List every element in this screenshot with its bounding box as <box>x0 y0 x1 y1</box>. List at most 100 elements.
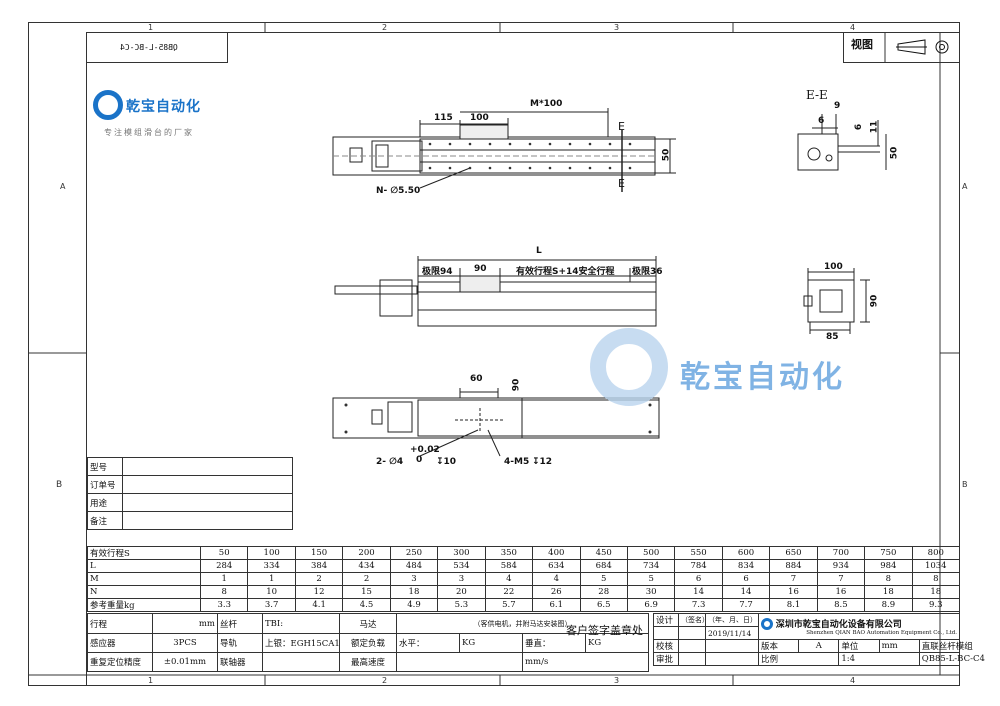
zone-bottom-1: 1 <box>148 676 154 685</box>
spec-cell: 434 <box>342 559 391 573</box>
spec-cell: 18 <box>864 585 913 599</box>
spec-cell: 8 <box>911 572 961 586</box>
spec-cell: 934 <box>816 559 866 573</box>
param-accuracy-value: ±0.01mm <box>152 652 218 672</box>
spec-cell: 6.5 <box>579 598 628 612</box>
zone-bottom-2: 2 <box>382 676 388 685</box>
param-load-kg-2: KG <box>585 633 649 653</box>
spec-row-label: M <box>87 572 201 586</box>
param-speed-unit: mm/s <box>522 652 649 672</box>
spec-cell: 14 <box>721 585 771 599</box>
dim-end-90: 90 <box>869 294 880 308</box>
spec-cell: 450 <box>579 546 628 560</box>
info-row: 订单号 <box>87 475 293 494</box>
depth-icon: ↧ <box>436 457 444 467</box>
section-e-e-title: E-E <box>806 88 828 102</box>
logo-icon <box>93 90 123 120</box>
param-coupling-label: 联轴器 <box>217 652 263 672</box>
param-sensor-value: 3PCS <box>152 633 218 653</box>
param-load-horizontal: 水平： <box>396 633 460 653</box>
info-value-usage[interactable] <box>122 493 293 512</box>
spec-cell: 6 <box>674 572 723 586</box>
spec-cell: 18 <box>389 585 439 599</box>
zone-bottom-4: 4 <box>850 676 856 685</box>
spec-cell: 8.9 <box>864 598 913 612</box>
spec-cell: 3 <box>437 572 486 586</box>
watermark-logo-icon <box>590 328 668 406</box>
spec-cell: 784 <box>674 559 723 573</box>
spec-cell: 500 <box>626 546 676 560</box>
dim-60: 60 <box>470 374 483 384</box>
title-empty <box>705 652 759 666</box>
dim-90-side: 90 <box>474 264 487 274</box>
param-coupling-value <box>262 652 340 672</box>
dim-end-85: 85 <box>826 332 839 342</box>
view-label: 视图 <box>851 38 873 51</box>
spec-cell: 284 <box>199 559 249 573</box>
info-value-model[interactable] <box>122 457 293 476</box>
param-screw-label: 丝杆 <box>217 613 263 634</box>
title-sign-label: （签名） <box>678 613 709 627</box>
title-empty <box>705 639 759 653</box>
title-block: 设计 （签名） （年、月、日） 深圳市乾宝自动化设备有限公司 Shenzhen … <box>653 613 985 666</box>
dim-section-50: 50 <box>889 146 900 160</box>
zone-left-b: B <box>56 480 63 490</box>
zone-right-b: B <box>962 480 968 489</box>
spec-cell: 8 <box>199 585 249 599</box>
info-row: 备注 <box>87 511 293 530</box>
spec-cell: 7.3 <box>674 598 723 612</box>
param-stroke-unit: mm <box>152 613 218 634</box>
section-marker-e-top: E <box>618 120 625 133</box>
customer-stamp-area: 客户签字盖章处 <box>566 624 643 637</box>
info-table: 型号 订单号 用途 备注 <box>87 457 293 530</box>
spec-cell: 4.9 <box>389 598 439 612</box>
spec-cell: 250 <box>389 546 439 560</box>
info-value-order[interactable] <box>122 475 293 494</box>
spec-cell: 16 <box>816 585 866 599</box>
spec-cell: 14 <box>674 585 723 599</box>
spec-cell: 8 <box>864 572 913 586</box>
dim-stroke: 有效行程S+14安全行程 <box>516 267 615 277</box>
param-accuracy-label: 重复定位精度 <box>87 652 153 672</box>
info-value-remark[interactable] <box>122 511 293 530</box>
spec-row-label: 参考重量kg <box>87 598 201 612</box>
title-design-label: 设计 <box>653 613 679 627</box>
spec-cell: 834 <box>721 559 771 573</box>
spec-cell: 700 <box>816 546 866 560</box>
spec-cell: 534 <box>437 559 486 573</box>
spec-cell: 684 <box>579 559 628 573</box>
spec-cell: 5 <box>626 572 676 586</box>
spec-cell: 4 <box>484 572 534 586</box>
spec-cell: 600 <box>721 546 771 560</box>
company-logo-icon <box>761 617 773 630</box>
dim-hole-4-m5: 4-M5 <box>504 457 530 467</box>
spec-cell: 16 <box>769 585 818 599</box>
spec-row-label: 有效行程S <box>87 546 201 560</box>
info-row: 用途 <box>87 493 293 512</box>
spec-cell: 6.1 <box>532 598 581 612</box>
spec-cell: 3 <box>389 572 439 586</box>
title-empty <box>653 626 679 640</box>
info-label-order: 订单号 <box>87 475 123 494</box>
spec-cell: 5 <box>579 572 628 586</box>
info-label-model: 型号 <box>87 457 123 476</box>
company-name-en: Shenzhen QIAN BAO Automation Equipment C… <box>806 630 957 636</box>
zone-bottom-3: 3 <box>614 676 620 685</box>
spec-cell: 2 <box>342 572 391 586</box>
title-check-label: 校核 <box>653 639 679 653</box>
spec-cell: 6.9 <box>626 598 676 612</box>
title-version-label: 版本 <box>757 639 800 653</box>
info-label-remark: 备注 <box>87 511 123 530</box>
zone-top-4: 4 <box>850 23 856 32</box>
title-date: 2019/11/14 <box>705 626 759 640</box>
spec-cell: 800 <box>911 546 961 560</box>
spec-cell: 484 <box>389 559 439 573</box>
title-approve-label: 审批 <box>653 652 679 666</box>
dim-depth-10: ↧10 <box>436 457 457 467</box>
spec-cell: 7.7 <box>721 598 771 612</box>
param-guide-label: 导轨 <box>217 633 263 653</box>
title-empty <box>678 626 706 640</box>
dim-limit-94: 极限94 <box>422 267 453 277</box>
